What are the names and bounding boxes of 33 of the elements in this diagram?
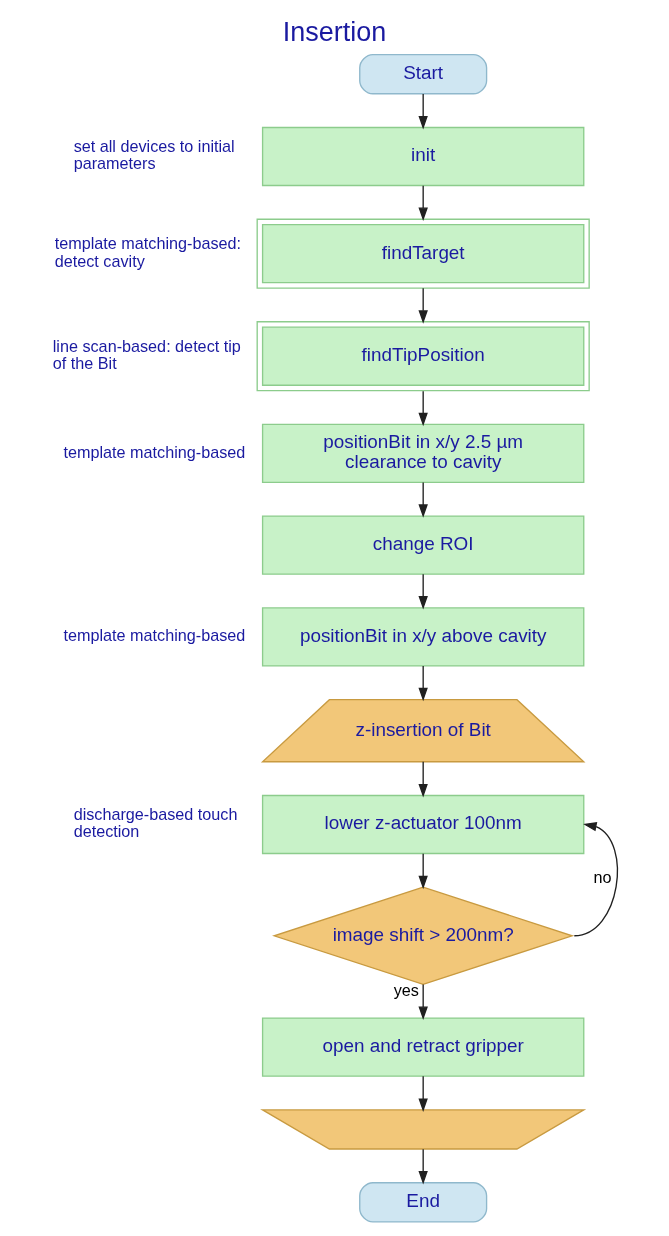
- node-label: discharge-based touch detection: [73, 804, 238, 841]
- node-label: template matching-based: detect cavity: [54, 234, 242, 270]
- arrow: [418, 761, 428, 798]
- arrow: [573, 822, 619, 937]
- arrow: [418, 1075, 428, 1112]
- arrow: [418, 93, 428, 130]
- arrow: [418, 665, 428, 702]
- node-label: line scan-based: detect tip of the Bit: [52, 336, 241, 373]
- arrow: [418, 983, 428, 1020]
- node-box: End: [359, 1182, 488, 1223]
- arrow: [418, 185, 428, 222]
- node-box: findTarget: [256, 218, 590, 289]
- node-box: findTipPosition: [256, 321, 590, 392]
- arrow: [418, 481, 428, 518]
- node-box: positionBit in x/y 2.5 µm clearance to cavity: [261, 423, 585, 484]
- node-diamond: image shift > 200nm?: [272, 886, 575, 986]
- node-label: set all devices to initial parameters: [73, 136, 235, 173]
- arrow: [418, 573, 428, 610]
- node-box: Start: [359, 53, 488, 95]
- arrow: [418, 287, 428, 324]
- node-label: template matching-based: [63, 442, 246, 461]
- arrow: [418, 390, 428, 427]
- node-box: init: [261, 126, 585, 187]
- edge-label: no: [593, 867, 612, 886]
- node-box: change ROI: [261, 515, 585, 575]
- arrow: [418, 853, 428, 890]
- node-trapezium: [260, 1109, 587, 1150]
- node-label: template matching-based: [63, 626, 246, 645]
- diagram-title: Insertion: [282, 17, 387, 48]
- node-box: open and retract gripper: [261, 1017, 585, 1077]
- node-box: lower z-actuator 100nm: [261, 794, 585, 855]
- arrow: [418, 1148, 428, 1185]
- node-box: positionBit in x/y above cavity: [261, 607, 585, 667]
